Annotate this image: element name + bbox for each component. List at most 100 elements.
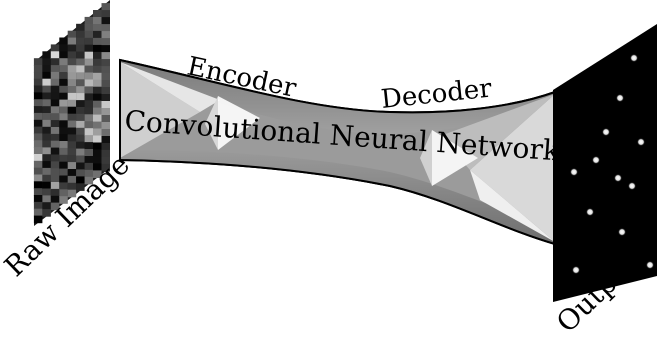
raw-pixel xyxy=(50,51,60,59)
raw-pixel xyxy=(76,169,85,177)
raw-pixel xyxy=(76,120,85,129)
output-spot xyxy=(630,54,638,62)
raw-pixel xyxy=(50,154,60,163)
raw-pixel xyxy=(33,167,43,176)
raw-pixel xyxy=(42,85,51,94)
raw-pixel xyxy=(42,126,51,135)
raw-pixel xyxy=(67,58,77,66)
output-spot xyxy=(614,174,622,182)
raw-pixel xyxy=(76,127,85,136)
raw-pixel xyxy=(33,99,43,107)
raw-pixel xyxy=(93,24,102,32)
raw-pixel xyxy=(50,188,60,197)
raw-pixel xyxy=(50,78,60,87)
raw-image-panel xyxy=(33,0,110,226)
output-spot xyxy=(646,261,654,269)
raw-pixel xyxy=(101,94,110,102)
raw-pixel xyxy=(33,201,43,210)
raw-pixel xyxy=(67,182,77,191)
raw-pixel xyxy=(93,128,102,137)
raw-pixel xyxy=(42,202,51,210)
raw-pixel xyxy=(67,65,77,73)
raw-pixel xyxy=(76,148,85,157)
raw-pixel xyxy=(67,162,77,170)
raw-pixel xyxy=(42,147,51,155)
raw-pixel xyxy=(67,189,77,198)
raw-pixel xyxy=(50,44,60,52)
raw-pixel xyxy=(101,80,110,88)
raw-pixel xyxy=(59,120,68,128)
raw-pixel xyxy=(59,65,68,73)
raw-pixel xyxy=(59,58,68,66)
raw-pixel xyxy=(50,175,60,183)
raw-pixel xyxy=(84,135,94,143)
raw-pixel xyxy=(59,51,68,59)
raw-pixel xyxy=(42,154,51,162)
raw-pixel xyxy=(93,142,102,151)
raw-pixel xyxy=(101,115,110,123)
raw-pixel xyxy=(42,209,51,217)
raw-pixel xyxy=(42,133,51,142)
raw-pixel xyxy=(59,182,68,190)
raw-pixel xyxy=(59,175,68,184)
raw-pixel xyxy=(42,188,51,197)
raw-pixel xyxy=(101,101,110,109)
raw-pixel xyxy=(33,106,43,114)
raw-pixel xyxy=(67,30,77,39)
raw-pixel xyxy=(67,134,77,142)
raw-pixel xyxy=(59,72,68,80)
raw-pixel xyxy=(33,181,43,189)
raw-pixel xyxy=(101,10,110,18)
raw-pixel xyxy=(42,78,51,87)
raw-pixel xyxy=(93,114,102,123)
raw-pixel xyxy=(76,23,85,32)
raw-pixel xyxy=(84,30,94,39)
raw-pixel xyxy=(50,92,60,101)
raw-pixel xyxy=(93,17,102,25)
raw-pixel xyxy=(67,120,77,129)
raw-pixel xyxy=(101,24,110,32)
raw-pixel xyxy=(67,106,77,115)
raw-pixel xyxy=(76,162,85,171)
raw-pixel xyxy=(50,147,60,156)
raw-pixel xyxy=(33,126,43,135)
raw-pixel xyxy=(93,51,102,60)
raw-pixel xyxy=(33,85,43,94)
raw-pixel xyxy=(59,161,68,170)
raw-pixel xyxy=(93,156,102,164)
raw-pixel xyxy=(50,58,60,66)
raw-pixel xyxy=(76,93,85,101)
raw-pixel xyxy=(67,51,77,59)
raw-pixel xyxy=(84,156,94,164)
raw-pixel xyxy=(84,100,94,108)
raw-pixel xyxy=(59,99,68,108)
raw-pixel xyxy=(101,3,110,11)
raw-pixel xyxy=(84,37,94,46)
raw-pixel xyxy=(93,30,102,39)
raw-pixel xyxy=(50,182,60,190)
raw-pixel xyxy=(101,52,110,60)
raw-pixel xyxy=(76,72,85,80)
raw-pixel xyxy=(76,107,85,115)
output-spot xyxy=(618,228,626,236)
raw-pixel xyxy=(59,189,68,197)
raw-pixel xyxy=(101,149,110,158)
raw-pixel xyxy=(76,30,85,39)
raw-pixel xyxy=(67,127,77,136)
raw-pixel xyxy=(101,31,110,39)
raw-pixel xyxy=(42,99,51,107)
raw-pixel xyxy=(50,120,60,128)
raw-pixel xyxy=(67,37,77,46)
raw-pixel xyxy=(93,135,102,144)
raw-pixel xyxy=(84,79,94,88)
raw-pixel xyxy=(101,129,110,137)
raw-pixel xyxy=(101,59,110,67)
raw-pixel xyxy=(93,93,102,102)
raw-pixel xyxy=(101,136,110,144)
raw-pixel xyxy=(76,86,85,94)
raw-pixel xyxy=(101,73,110,81)
raw-pixel xyxy=(76,176,85,184)
raw-pixel xyxy=(42,181,51,190)
raw-pixel xyxy=(76,183,85,191)
raw-pixel xyxy=(84,169,94,178)
